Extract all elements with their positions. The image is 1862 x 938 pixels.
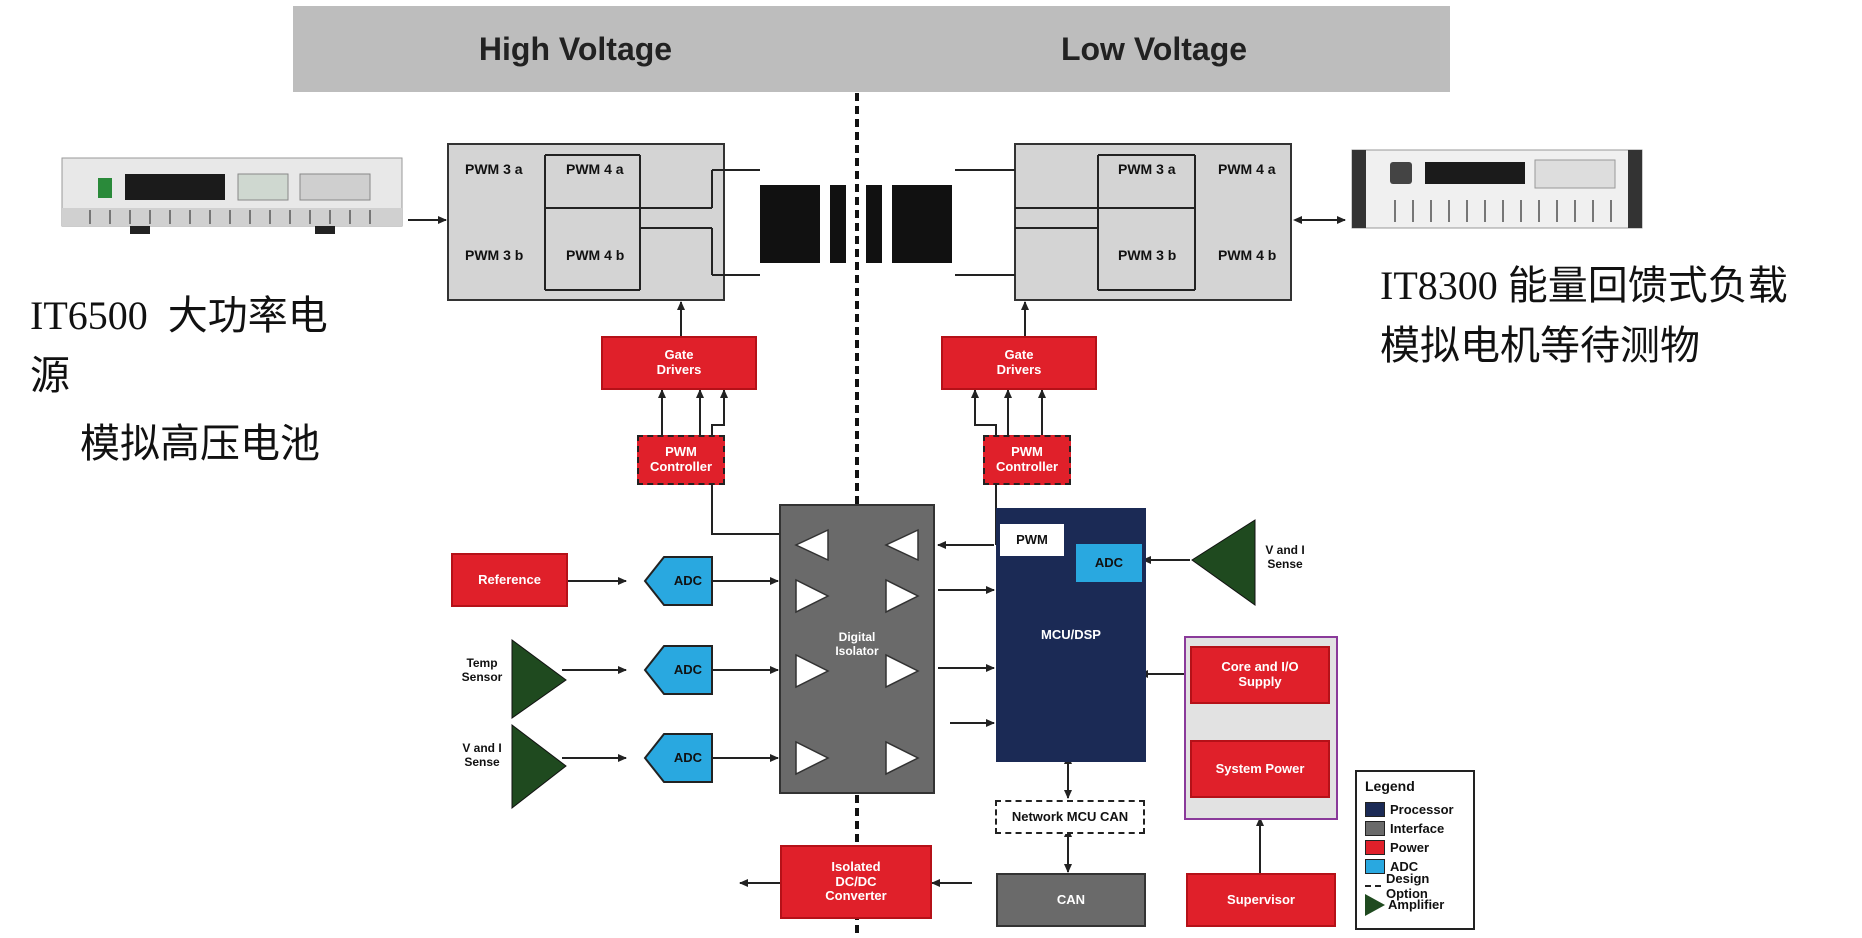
right-bridge-switches	[955, 154, 1196, 291]
adc-shapes	[643, 556, 713, 783]
reference-block: Reference	[451, 553, 568, 607]
transformer	[760, 185, 952, 263]
legend-label: Amplifier	[1388, 897, 1445, 912]
low-voltage-header: Low Voltage	[858, 6, 1450, 92]
left-pwm-4b-label: PWM 4 b	[566, 247, 625, 263]
it6500-caption-line3: 模拟高压电池	[80, 421, 320, 466]
network-mcu-can-block: Network MCU CAN	[995, 800, 1145, 834]
can-block: CAN	[996, 873, 1146, 927]
legend-label: Power	[1390, 840, 1430, 855]
right-bridge-panel	[1014, 143, 1292, 301]
right-pwm-3b-label: PWM 3 b	[1118, 247, 1177, 263]
legend-label: ADC	[1390, 859, 1419, 874]
right-pwm-4b-label: PWM 4 b	[1218, 247, 1277, 263]
adc-3-label: ADC	[673, 749, 703, 765]
supervisor-block: Supervisor	[1186, 873, 1336, 927]
adc-1-label: ADC	[673, 572, 703, 588]
legend-item: Amplifier	[1365, 893, 1465, 916]
v-and-i-sense-left-label: V and I Sense	[462, 741, 502, 770]
system-power-block: System Power	[1190, 740, 1330, 798]
gate-drivers-right: Gate Drivers	[941, 336, 1097, 390]
high-voltage-header: High Voltage	[293, 6, 858, 92]
left-bridge-switches	[544, 154, 760, 291]
adc-mcu-block: ADC	[1076, 544, 1142, 582]
v-and-i-sense-right-label: V and I Sense	[1265, 543, 1305, 572]
pwm-controller-left: PWM Controller	[637, 435, 725, 485]
legend-swatch	[1365, 840, 1385, 855]
left-pwm-4a-label: PWM 4 a	[566, 161, 624, 177]
legend-dash-swatch	[1365, 884, 1381, 887]
pwm-block: PWM	[1000, 524, 1064, 556]
legend-item: Power	[1365, 838, 1465, 857]
digital-isolator-label: Digital Isolator	[835, 630, 879, 659]
gate-drivers-left: Gate Drivers	[601, 336, 757, 390]
legend-title: Legend	[1365, 778, 1415, 794]
amplifier-icon	[1365, 893, 1385, 916]
legend-swatch	[1365, 821, 1385, 836]
isolated-dcdc-block: Isolated DC/DC Converter	[780, 845, 932, 919]
it6500-caption-line2: 源	[30, 353, 70, 398]
left-pwm-3a-label: PWM 3 a	[465, 161, 523, 177]
right-pwm-4a-label: PWM 4 a	[1218, 161, 1276, 177]
amplifier-shapes	[511, 519, 1256, 810]
legend-label: Processor	[1390, 802, 1454, 817]
legend-item: Processor	[1365, 800, 1465, 819]
adc-2-label: ADC	[673, 661, 703, 677]
it6500-device-image	[61, 157, 403, 234]
left-bridge-panel	[447, 143, 725, 301]
legend-item: Design Option	[1365, 871, 1465, 901]
legend-item: Interface	[1365, 819, 1465, 838]
right-pwm-3a-label: PWM 3 a	[1118, 161, 1176, 177]
core-io-supply-block: Core and I/O Supply	[1190, 646, 1330, 704]
temp-sensor-label: Temp Sensor	[461, 656, 503, 685]
legend-swatch	[1365, 859, 1385, 874]
legend-swatch	[1365, 802, 1385, 817]
it8300-caption-line2: 模拟电机等待测物	[1380, 323, 1700, 368]
pwm-controller-right: PWM Controller	[983, 435, 1071, 485]
legend-item: ADC	[1365, 857, 1465, 876]
isolator-channels	[794, 528, 920, 776]
legend-label: Interface	[1390, 821, 1445, 836]
left-pwm-3b-label: PWM 3 b	[465, 247, 524, 263]
legend-label: Design Option	[1386, 870, 1430, 901]
it8300-caption-line1: IT8300 能量回馈式负载	[1380, 263, 1788, 308]
it8300-device-image	[1351, 149, 1643, 229]
it6500-caption-line1: IT6500 大功率电	[30, 293, 328, 338]
